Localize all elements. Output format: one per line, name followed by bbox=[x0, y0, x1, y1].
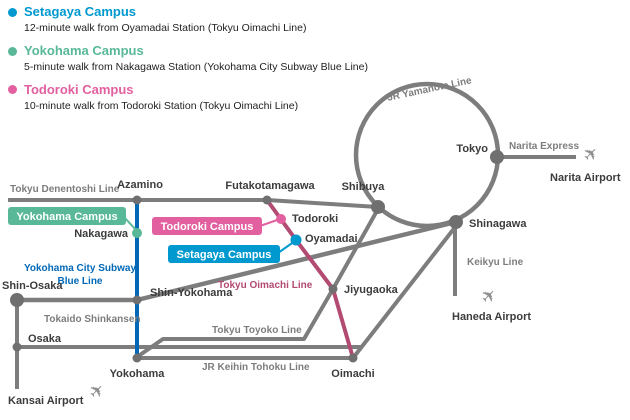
station-label-osaka: Osaka bbox=[28, 333, 62, 345]
label-jr-yamanote-line: JR Yamanote Line bbox=[386, 75, 473, 104]
setagaya-campus-box-label: Setagaya Campus bbox=[177, 249, 272, 261]
setagaya-campus-box-bg bbox=[168, 245, 280, 263]
station-dot-jiyugaoka bbox=[328, 284, 338, 294]
campus-legend: Setagaya Campus 12-minute walk from Oyam… bbox=[8, 4, 368, 122]
legend-yokohama-desc: 5-minute walk from Nakagawa Station (Yok… bbox=[24, 61, 368, 74]
station-label-shin-osaka: Shin-Osaka bbox=[2, 280, 63, 292]
legend-setagaya-name: Setagaya Campus bbox=[24, 4, 136, 19]
station-label-shin-yokohama: Shin-Yokohama bbox=[150, 287, 233, 299]
station-dot-futakotamagawa bbox=[262, 195, 272, 205]
airplane-icon-narita: ✈ bbox=[579, 142, 605, 168]
station-dot-yokohama bbox=[132, 353, 142, 363]
legend-todoroki-name: Todoroki Campus bbox=[24, 81, 134, 97]
tokyu-denentoshi-line-path bbox=[8, 198, 379, 209]
label-tokaido-shinkansen: Tokaido Shinkansen bbox=[44, 314, 141, 325]
station-dot-shibuya bbox=[371, 200, 385, 214]
station-dot-shin-yokohama bbox=[132, 295, 142, 305]
station-dot-osaka bbox=[12, 342, 22, 352]
yokohama-campus-box-bg bbox=[8, 207, 126, 225]
station-label-yokohama: Yokohama bbox=[110, 368, 166, 380]
yokohama-campus-dot-icon bbox=[8, 46, 17, 56]
station-label-todoroki: Todoroki bbox=[292, 213, 338, 225]
todoroki-campus-box-label: Todoroki Campus bbox=[161, 221, 254, 233]
station-label-oyamadai: Oyamadai bbox=[305, 233, 358, 245]
station-dot-shinagawa bbox=[449, 215, 463, 229]
yokohama-campus-box-label: Yokohama Campus bbox=[16, 211, 117, 223]
station-label-azamino: Azamino bbox=[117, 179, 163, 191]
station-dot-oimachi bbox=[348, 353, 358, 363]
legend-item-setagaya: Setagaya Campus 12-minute walk from Oyam… bbox=[8, 4, 368, 35]
station-label-shibuya: Shibuya bbox=[342, 181, 386, 193]
label-yokohama-subway-line1: Yokohama City Subway bbox=[24, 263, 137, 274]
label-jr-keihin-tohoku-line: JR Keihin Tohoku Line bbox=[202, 362, 310, 373]
legend-yokohama-name: Yokohama Campus bbox=[24, 42, 144, 58]
label-tokyu-oimachi-line: Tokyu Oimachi Line bbox=[218, 280, 313, 291]
station-label-futakotamagawa: Futakotamagawa bbox=[225, 180, 315, 192]
setagaya-campus-box: Setagaya Campus bbox=[168, 245, 280, 263]
label-narita-airport: Narita Airport bbox=[550, 172, 621, 184]
station-dot-tokyo bbox=[490, 150, 504, 164]
todoroki-campus-box: Todoroki Campus bbox=[152, 217, 262, 235]
todoroki-campus-box-bg bbox=[152, 217, 262, 235]
station-dot-azamino bbox=[132, 195, 142, 205]
yokohama-campus-box: Yokohama Campus bbox=[8, 207, 126, 225]
station-label-tokyo: Tokyo bbox=[456, 143, 488, 155]
legend-todoroki-desc: 10-minute walk from Todoroki Station (To… bbox=[24, 100, 299, 113]
legend-item-todoroki: Todoroki Campus 10-minute walk from Todo… bbox=[8, 81, 368, 113]
legend-setagaya-desc: 12-minute walk from Oyamadai Station (To… bbox=[24, 22, 307, 35]
label-keikyu-line: Keikyu Line bbox=[467, 257, 524, 268]
station-dot-shin-osaka bbox=[10, 293, 24, 307]
label-haneda-airport: Haneda Airport bbox=[452, 311, 531, 323]
setagaya-campus-dot-icon bbox=[8, 7, 17, 17]
airplane-icon-kansai: ✈ bbox=[85, 379, 111, 405]
station-dot-todoroki bbox=[276, 214, 286, 224]
station-label-shinagawa: Shinagawa bbox=[469, 218, 527, 230]
todoroki-campus-dot-icon bbox=[8, 85, 17, 95]
station-label-nakagawa: Nakagawa bbox=[74, 228, 129, 240]
station-label-oimachi: Oimachi bbox=[331, 368, 374, 380]
label-yokohama-subway-line2: Blue Line bbox=[57, 276, 102, 287]
label-tokyu-toyoko-line: Tokyu Toyoko Line bbox=[212, 325, 302, 336]
airplane-icon-haneda: ✈ bbox=[477, 284, 503, 310]
legend-item-yokohama: Yokohama Campus 5-minute walk from Nakag… bbox=[8, 42, 368, 74]
station-label-jiyugaoka: Jiyugaoka bbox=[344, 284, 399, 296]
label-tokyu-denentoshi-line: Tokyu Denentoshi Line bbox=[10, 184, 120, 195]
station-dot-nakagawa bbox=[132, 228, 142, 238]
label-kansai-airport: Kansai Airport bbox=[8, 395, 84, 407]
station-dot-oyamadai bbox=[290, 234, 302, 246]
label-narita-express: Narita Express bbox=[509, 141, 579, 152]
